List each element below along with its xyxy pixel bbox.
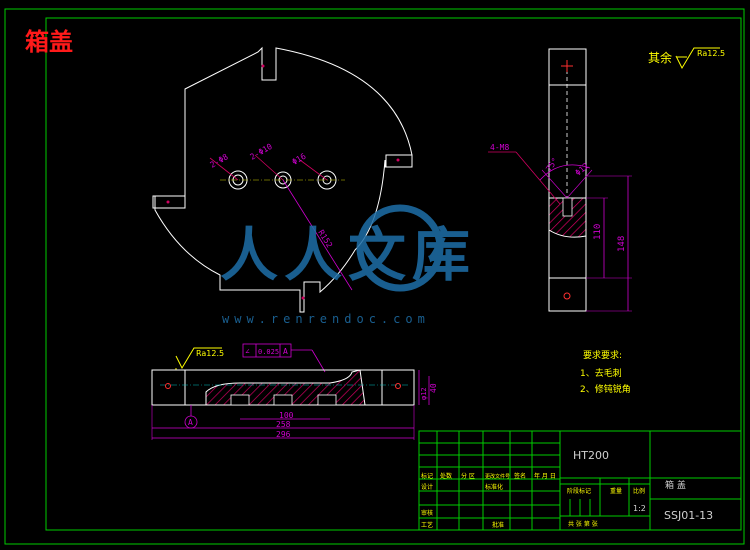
dim-148: 148 <box>617 236 627 252</box>
row-label-design: 设计 <box>421 483 433 491</box>
hole-label-2: 2-Φ10 <box>249 142 275 162</box>
header-cell-3: 分 区 <box>461 472 475 480</box>
drawing-number: SSJ01-13 <box>664 509 713 522</box>
watermark: 人人文库 www.renrendoc.com <box>220 204 476 326</box>
tolerance-datum: A <box>283 347 288 356</box>
tolerance-symbol: ∠ <box>245 347 250 356</box>
technical-requirements: 要求要求: 1、去毛刺 2、修钝锐角 <box>580 349 631 395</box>
side-view: 4-M8 75° Φ12 110 148 <box>488 48 632 312</box>
header-cell-2: 处数 <box>440 472 452 480</box>
watermark-url: www.renrendoc.com <box>222 312 430 326</box>
side-section-hatch <box>548 197 587 238</box>
stage-label: 阶段标记 <box>567 487 591 495</box>
drawing-title: 箱盖 <box>25 28 73 56</box>
title-block-header-row: 标记 处数 分 区 更改文件号 签名 年 月 日 <box>421 472 556 480</box>
dim-40: 40 <box>429 383 438 393</box>
roughness-prefix: 其余 <box>648 50 672 65</box>
tolerance-frame: ∠ 0.025 A <box>242 343 326 373</box>
requirement-item-1: 1、去毛刺 <box>580 367 622 379</box>
roughness-value: Ra12.5 <box>697 49 725 58</box>
thread-label: 4-M8 <box>490 143 509 152</box>
title-block <box>418 430 742 531</box>
row-label-process: 工艺 <box>421 521 433 529</box>
small-dim-label: Φ12 <box>574 161 591 177</box>
std-label: 标准化 <box>485 483 503 491</box>
side-view-outline <box>548 48 587 312</box>
header-cell-6: 年 月 日 <box>534 472 556 480</box>
dim-phi12: φ12 <box>420 387 428 400</box>
hole-label-3: Φ16 <box>291 152 308 167</box>
part-name: 箱 盖 <box>665 479 686 491</box>
sheet-label: 共 张 第 张 <box>568 520 598 528</box>
watermark-brand: 人人文库 <box>220 221 476 289</box>
roughness-symbol-icon <box>675 47 720 70</box>
approve-label: 批准 <box>492 521 504 529</box>
weight-label: 重量 <box>610 487 622 495</box>
surface-roughness-note: 其余 Ra12.5 <box>648 47 725 70</box>
dim-110: 110 <box>593 224 603 240</box>
ratio-label: 比例 <box>633 487 645 495</box>
dim-100: 100 <box>279 411 294 420</box>
tolerance-value: 0.025 <box>258 348 279 356</box>
outer-frame <box>4 8 745 545</box>
datum-label: A <box>188 418 193 427</box>
header-cell-5: 签名 <box>514 472 526 480</box>
inner-frame <box>45 17 742 531</box>
front-roughness-icon <box>175 347 222 370</box>
requirement-item-2: 2、修钝锐角 <box>580 383 631 395</box>
row-label-review: 审核 <box>421 509 433 517</box>
angle-label: 75° <box>544 156 560 173</box>
header-cell-4: 更改文件号 <box>485 473 510 480</box>
requirements-heading: 要求要求: <box>583 349 622 361</box>
watermark-logo-icon <box>356 204 444 292</box>
scale-value: 1:2 <box>633 504 646 513</box>
header-cell-1: 标记 <box>421 472 433 480</box>
dim-296: 296 <box>276 430 291 439</box>
front-view: Ra12.5 ∠ 0.025 A A 100 258 <box>151 343 438 440</box>
hole-label-1: 2-Φ8 <box>209 152 230 170</box>
material-value: HT200 <box>573 449 609 462</box>
dim-258: 258 <box>276 420 291 429</box>
front-roughness-value: Ra12.5 <box>196 349 224 358</box>
